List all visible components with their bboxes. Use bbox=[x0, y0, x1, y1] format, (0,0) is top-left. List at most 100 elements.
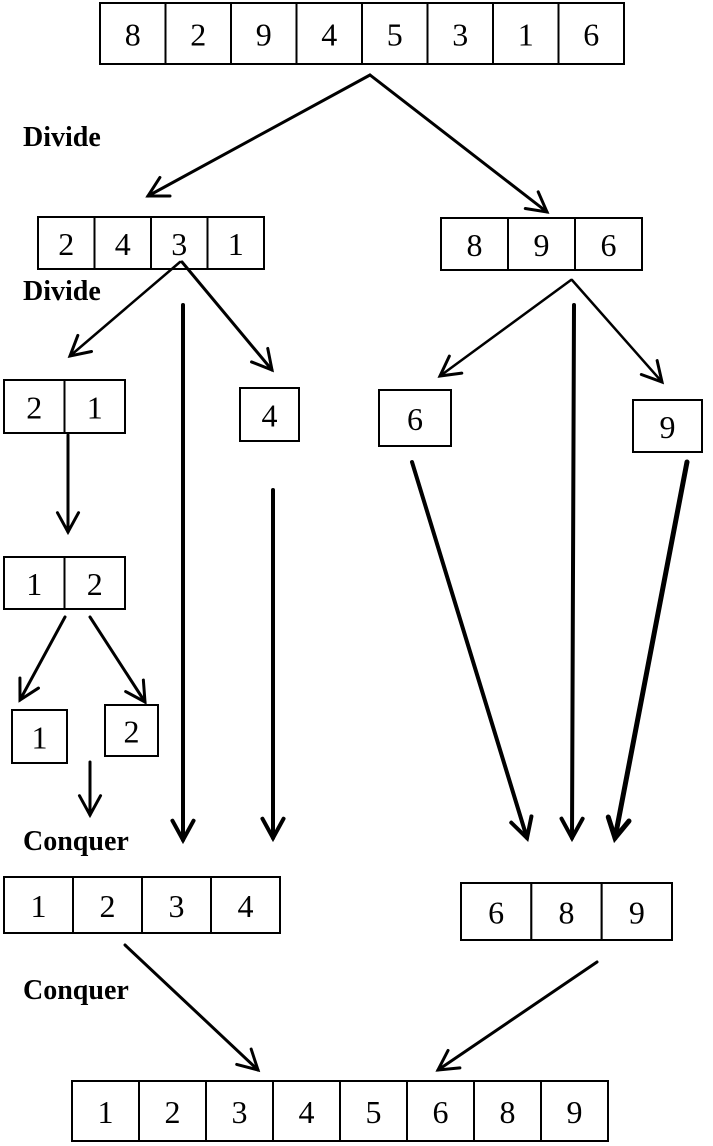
cell-value: 9 bbox=[256, 17, 272, 53]
cell-value: 6 bbox=[583, 17, 599, 53]
array-initial: 8 2 9 4 5 3 1 6 bbox=[99, 2, 625, 65]
cell-value: 9 bbox=[567, 1094, 583, 1130]
cell-value: 1 bbox=[87, 390, 103, 426]
cell-value: 1 bbox=[98, 1094, 114, 1130]
array-cell: 9 bbox=[632, 399, 703, 453]
array-cell: 6 bbox=[460, 882, 533, 941]
array-cell: 8 bbox=[99, 2, 167, 65]
array-cell: 4 bbox=[295, 2, 363, 65]
array-cell: 4 bbox=[93, 216, 152, 270]
array-cell: 4 bbox=[272, 1080, 341, 1142]
array-cell: 3 bbox=[141, 876, 212, 934]
array-cell: 6 bbox=[557, 2, 625, 65]
array-single-six: 6 bbox=[378, 389, 452, 447]
cell-value: 5 bbox=[366, 1094, 382, 1130]
cell-value: 4 bbox=[115, 226, 131, 262]
arrow-right-to-six bbox=[437, 278, 573, 378]
label-divide-middle: Divide bbox=[23, 276, 101, 307]
array-cell: 1 bbox=[492, 2, 560, 65]
array-cell: 6 bbox=[378, 389, 452, 447]
cell-value: 3 bbox=[169, 888, 185, 924]
cell-value: 4 bbox=[238, 888, 254, 924]
array-cell: 6 bbox=[574, 217, 643, 271]
cell-value: 8 bbox=[125, 17, 141, 53]
label-divide-top: Divide bbox=[23, 122, 101, 153]
array-cell: 1 bbox=[71, 1080, 140, 1142]
cell-value: 9 bbox=[534, 227, 550, 263]
array-cell: 2 bbox=[63, 556, 126, 610]
arrow-left-merged-to-final bbox=[123, 943, 261, 1073]
array-cell: 6 bbox=[406, 1080, 475, 1142]
cell-value: 8 bbox=[500, 1094, 516, 1130]
array-cell: 1 bbox=[206, 216, 265, 270]
arrow-six-to-conquer bbox=[410, 460, 534, 842]
arrow-three-to-conquer bbox=[170, 303, 196, 845]
array-cell: 8 bbox=[530, 882, 603, 941]
cell-value: 1 bbox=[26, 566, 42, 602]
array-final: 1 2 3 4 5 6 8 9 bbox=[71, 1080, 609, 1142]
array-cell: 9 bbox=[540, 1080, 609, 1142]
array-cell: 5 bbox=[361, 2, 429, 65]
cell-value: 6 bbox=[601, 227, 617, 263]
array-cell: 4 bbox=[239, 387, 300, 442]
cell-value: 2 bbox=[165, 1094, 181, 1130]
array-cell: 4 bbox=[210, 876, 281, 934]
cell-value: 2 bbox=[100, 888, 116, 924]
cell-value: 2 bbox=[58, 226, 74, 262]
array-single-four: 4 bbox=[239, 387, 300, 442]
array-cell: 3 bbox=[150, 216, 209, 270]
cell-value: 4 bbox=[299, 1094, 315, 1130]
cell-value: 2 bbox=[124, 714, 140, 750]
array-right-merged: 6 8 9 bbox=[460, 882, 674, 941]
array-cell: 9 bbox=[230, 2, 298, 65]
array-cell: 2 bbox=[3, 379, 66, 434]
array-cell: 8 bbox=[473, 1080, 542, 1142]
cell-value: 1 bbox=[228, 226, 244, 262]
cell-value: 5 bbox=[387, 17, 403, 53]
cell-value: 8 bbox=[559, 895, 575, 931]
arrow-right-merged-to-final bbox=[435, 960, 599, 1072]
cell-value: 1 bbox=[32, 720, 48, 756]
array-cell: 3 bbox=[205, 1080, 274, 1142]
label-conquer-upper: Conquer bbox=[23, 826, 129, 857]
array-cell: 2 bbox=[37, 216, 96, 270]
cell-value: 6 bbox=[488, 895, 504, 931]
arrow-left-to-four bbox=[180, 260, 275, 373]
cell-value: 2 bbox=[87, 566, 103, 602]
array-cell: 2 bbox=[138, 1080, 207, 1142]
array-cell: 5 bbox=[339, 1080, 408, 1142]
array-cell: 1 bbox=[63, 379, 126, 434]
cell-value: 8 bbox=[467, 227, 483, 263]
array-cell: 9 bbox=[600, 882, 674, 941]
arrow-left-to-pair bbox=[67, 260, 182, 359]
arrow-nine-to-conquer bbox=[605, 459, 690, 844]
array-cell: 3 bbox=[426, 2, 494, 65]
array-right-split: 8 9 6 bbox=[440, 217, 643, 271]
cell-value: 6 bbox=[433, 1094, 449, 1130]
cell-value: 2 bbox=[190, 17, 206, 53]
arrow-sorted-to-two bbox=[88, 615, 147, 705]
array-cell: 2 bbox=[104, 704, 159, 757]
cell-value: 9 bbox=[629, 895, 645, 931]
arrow-eight-to-conquer bbox=[559, 303, 585, 843]
arrow-initial-to-left bbox=[145, 73, 372, 198]
cell-value: 2 bbox=[26, 390, 42, 426]
array-single-two: 2 bbox=[104, 704, 159, 757]
cell-value: 1 bbox=[518, 17, 534, 53]
array-single-one: 1 bbox=[11, 709, 68, 764]
cell-value: 4 bbox=[321, 17, 337, 53]
arrow-initial-to-right bbox=[368, 73, 550, 214]
cell-value: 3 bbox=[232, 1094, 248, 1130]
arrow-pair-to-sorted bbox=[55, 433, 81, 536]
arrow-right-to-nine bbox=[570, 278, 665, 385]
arrow-sorted-to-one bbox=[18, 615, 67, 703]
cell-value: 3 bbox=[452, 17, 468, 53]
array-cell: 1 bbox=[3, 876, 74, 934]
array-left-split: 2 4 3 1 bbox=[37, 216, 265, 270]
cell-value: 4 bbox=[262, 398, 278, 434]
cell-value: 3 bbox=[171, 226, 187, 262]
